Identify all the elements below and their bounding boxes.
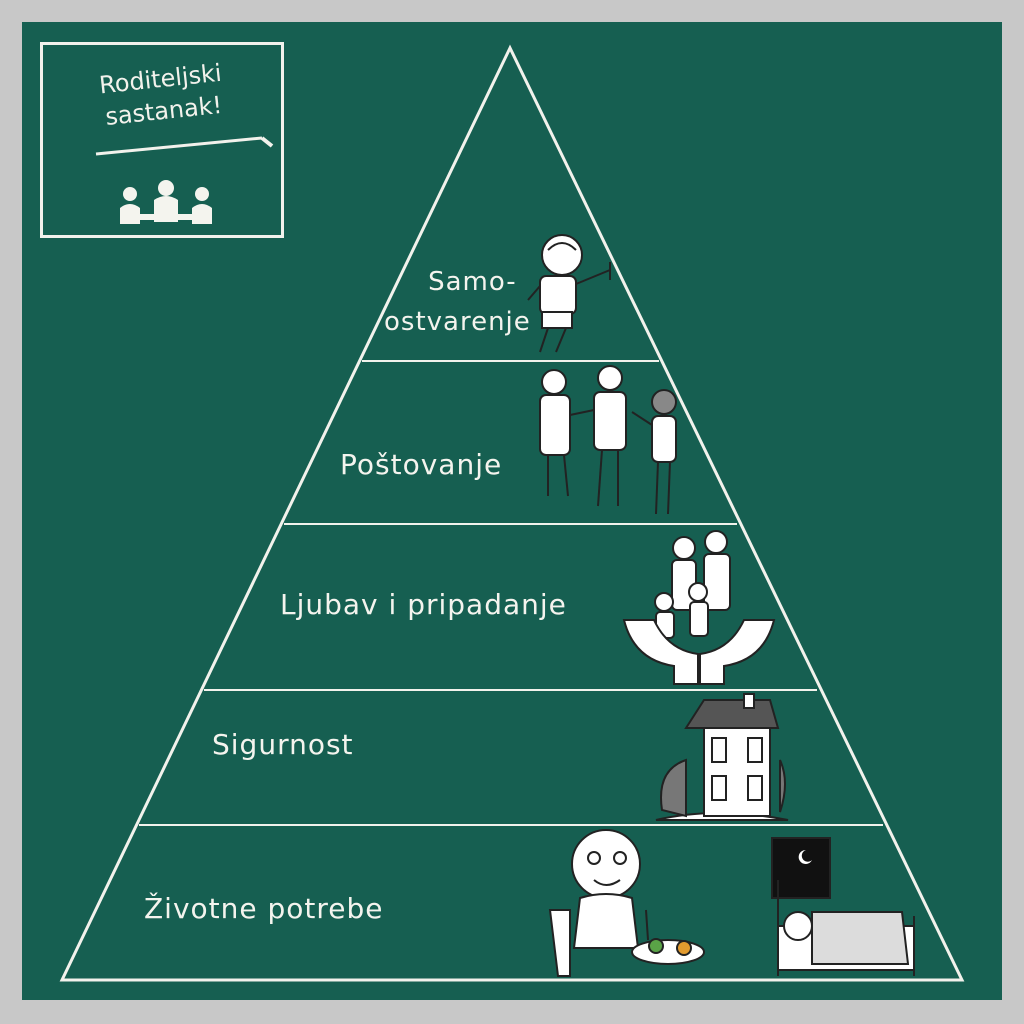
level-safety-label: Sigurnost [212, 728, 354, 761]
badge-art [95, 136, 274, 224]
level-physiological-label: Životne potrebe [144, 892, 384, 925]
level-self-actualization-line1: Samo- [428, 267, 517, 297]
people-at-table-icon [120, 180, 212, 224]
family-in-hands-icon [622, 530, 776, 685]
pyramid-outline [59, 44, 965, 982]
level-esteem-label: Poštovanje [340, 448, 503, 481]
level-self-actualization-line2: ostvarenje [384, 307, 531, 337]
chalk-stick [260, 136, 274, 148]
level-love-label: Ljubav i pripadanje [280, 588, 567, 621]
level-self-actualization-label: Samo- ostvarenje [384, 262, 531, 342]
people-shaking-hands-icon [539, 365, 677, 515]
child-eating-and-sleeping-icon [548, 829, 915, 977]
house-icon [655, 693, 789, 821]
happy-boy-icon [527, 234, 611, 353]
chalkboard [22, 22, 1002, 1000]
parent-meeting-badge: Roditeljski sastanak! [40, 42, 284, 238]
chalk-underline [95, 136, 263, 156]
